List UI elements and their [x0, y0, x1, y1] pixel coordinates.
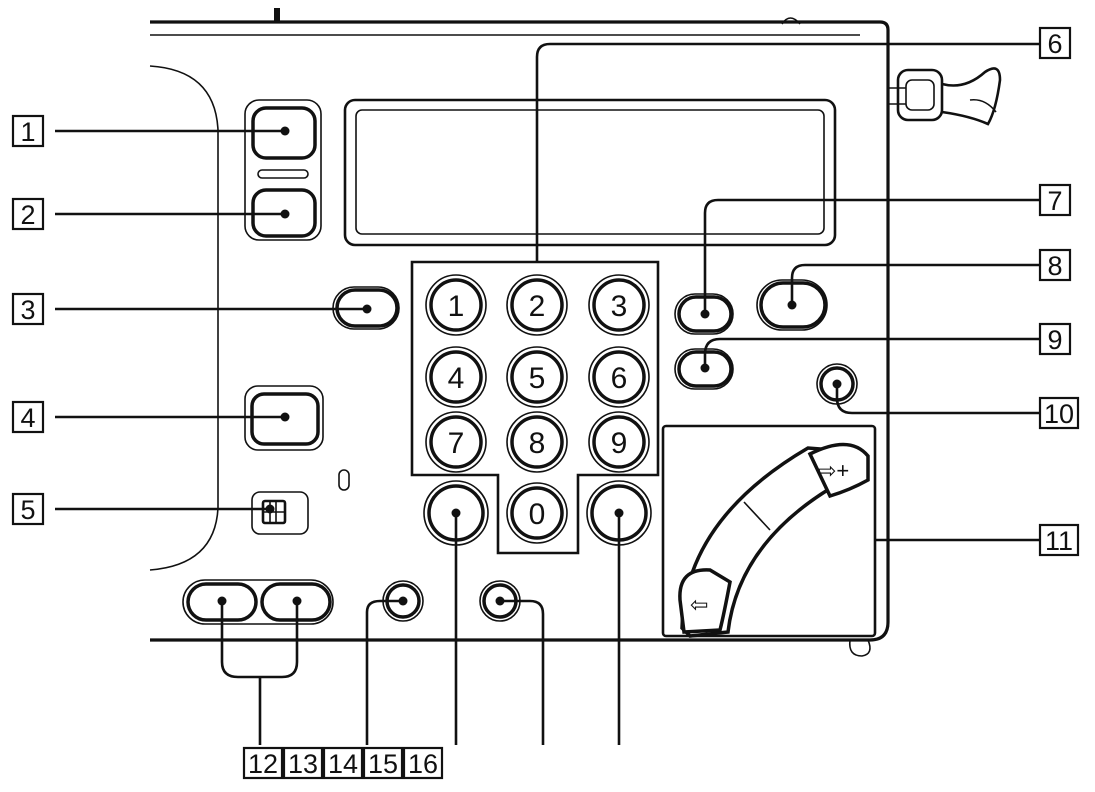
callout-number: 8 [1047, 251, 1062, 281]
callout-14: 14 [322, 746, 364, 780]
leader-4 [55, 412, 290, 422]
right-button-group [674, 279, 858, 405]
leader-10 [832, 379, 1040, 415]
leader-1 [55, 126, 290, 136]
callout-9: 9 [1038, 322, 1072, 356]
key-1[interactable]: 1 [425, 274, 487, 336]
leader-6 [535, 42, 1040, 262]
key-label: 8 [529, 427, 546, 460]
callout-1: 1 [11, 114, 45, 148]
callout-number: 13 [288, 749, 318, 779]
callout-11: 11 [1038, 523, 1080, 557]
callout-13: 13 [282, 746, 324, 780]
keypad [410, 260, 660, 555]
leader-7 [700, 198, 1040, 319]
device-outline [150, 20, 890, 642]
left-button-column [244, 99, 400, 535]
callout-number: 5 [20, 495, 35, 525]
key-label: 2 [529, 290, 546, 323]
tune-down-icon: ⇦ [690, 592, 708, 617]
leader-8 [787, 263, 1040, 310]
leader-2 [55, 209, 290, 219]
indicator-lamp [257, 169, 309, 179]
callout-7: 7 [1038, 183, 1072, 217]
leader-lines [55, 42, 1040, 745]
tune-down-button[interactable] [678, 568, 732, 634]
key-9[interactable]: 9 [588, 411, 650, 473]
device-body [149, 8, 1002, 657]
key-6[interactable]: 6 [588, 346, 650, 408]
leader-3 [55, 304, 372, 314]
callout-number: 3 [20, 295, 35, 325]
callout-8: 8 [1038, 248, 1072, 282]
callout-number: 14 [328, 749, 358, 779]
key-label: 4 [448, 362, 465, 395]
keypad-keys: 1 2 3 4 5 6 7 8 9 0 [423, 274, 652, 546]
rocker-center-mark [743, 501, 771, 531]
callout-number: 9 [1047, 325, 1062, 355]
lcd-display [343, 98, 837, 247]
key-5[interactable]: 5 [506, 346, 568, 408]
leader-14 [365, 596, 408, 745]
key-label: 7 [448, 427, 465, 460]
tune-up-icon: ⇨+ [818, 458, 849, 483]
key-label: 6 [611, 362, 628, 395]
keypad-frame [410, 260, 660, 555]
callout-5: 5 [11, 492, 45, 526]
key-7[interactable]: 7 [425, 411, 487, 473]
small-indicator [338, 469, 350, 491]
callout-number: 12 [248, 749, 278, 779]
leader-12-13 [220, 601, 299, 745]
key-0[interactable]: 0 [506, 482, 568, 544]
bottom-button-row [182, 579, 521, 625]
callout-3: 3 [11, 292, 45, 326]
callout-number: 11 [1045, 526, 1073, 556]
tune-up-button[interactable] [807, 442, 870, 499]
tuning-rocker-frame [661, 424, 877, 638]
key-label: 5 [529, 362, 546, 395]
top-bump [781, 17, 801, 25]
callout-10: 10 [1038, 396, 1080, 430]
callout-number: 7 [1047, 186, 1062, 216]
leader-5 [55, 504, 275, 514]
callout-2: 2 [11, 197, 45, 231]
callout-number: 15 [368, 749, 398, 779]
callout-number: 16 [408, 749, 438, 779]
callout-number: 6 [1047, 29, 1062, 59]
callout-15: 15 [362, 746, 404, 780]
callout-4: 4 [11, 400, 45, 434]
switch-housing [251, 491, 309, 535]
key-label: 9 [611, 427, 628, 460]
antenna-stub [274, 8, 280, 22]
key-label: 0 [529, 498, 546, 531]
key-4[interactable]: 4 [425, 346, 487, 408]
callout-12: 12 [242, 746, 284, 780]
key-3[interactable]: 3 [588, 274, 650, 336]
callout-number: 4 [20, 403, 35, 433]
bottom-foot [848, 639, 871, 657]
callout-number: 10 [1044, 399, 1074, 429]
leader-16 [495, 596, 545, 745]
callout-6: 6 [1038, 26, 1072, 60]
leader-9 [700, 337, 1040, 373]
key-label: 1 [448, 290, 465, 323]
key-2[interactable]: 2 [506, 274, 568, 336]
callout-number: 1 [20, 117, 35, 147]
power-button-housing [244, 99, 322, 241]
carry-strap [888, 67, 1002, 126]
key-8[interactable]: 8 [506, 411, 568, 473]
speaker-grille-edge [149, 65, 219, 571]
key-label: 3 [611, 290, 628, 323]
callout-number: 2 [20, 200, 35, 230]
callout-16: 16 [402, 746, 444, 780]
tuning-rocker: ⇨+ ⇦ [661, 424, 877, 638]
